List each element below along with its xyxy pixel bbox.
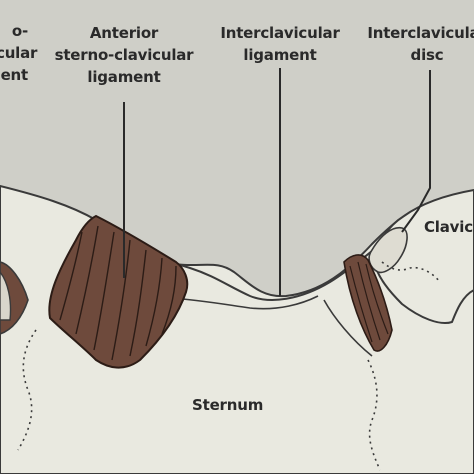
label-interclavicular-line1: Interclavicular [220,24,340,42]
disc-ligament-fibers [349,261,389,343]
label-sternum: Sternum [192,396,264,414]
cartilage-dotted-line-right [381,261,441,283]
label-anterior-ligament: Anterior sterno-clavicular ligament [44,22,204,88]
label-disc-line1: Interclavicular [367,24,474,42]
label-left-partial: o- cular ent [0,20,38,86]
label-clavicle: Clavic [424,218,473,236]
label-anterior-line2: sterno-clavicular [54,46,194,64]
interclavicular-ligament-inner [169,295,319,310]
label-left-partial-line3: ent [0,66,29,84]
disc-ligament-outline [323,299,373,357]
ligament-fibers [59,225,177,361]
anterior-sternoclavicular-ligament [48,214,189,369]
label-interclavicular-disc: Interclavicular disc [362,22,474,66]
label-anterior-line1: Anterior [89,24,159,42]
sternum-dotted-right [367,359,381,471]
label-interclavicular-line2: ligament [243,46,317,64]
label-interclavicular-ligament: Interclavicular ligament [214,22,346,66]
leader-line-disc [401,70,431,233]
label-anterior-line3: ligament [87,68,161,86]
left-ligament-bone [0,270,12,321]
label-left-partial-line2: cular [0,44,38,62]
label-left-partial-line1: o- [11,22,28,40]
label-disc-line2: disc [410,46,444,64]
